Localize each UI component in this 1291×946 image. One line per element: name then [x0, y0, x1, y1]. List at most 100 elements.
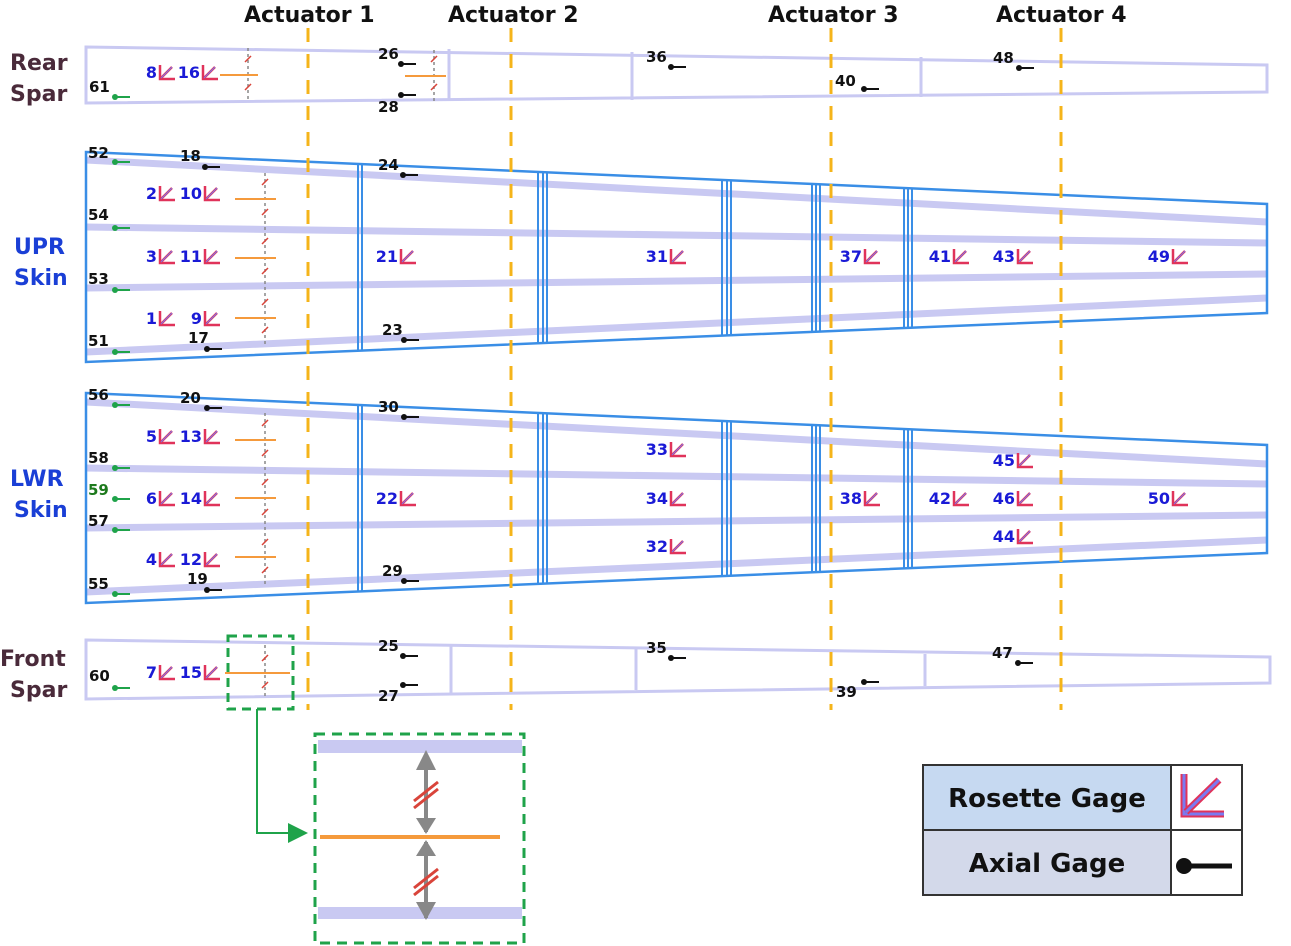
axial-gage: 47 [992, 644, 1033, 666]
rosette-gage-number: 21 [376, 247, 398, 266]
upper-skin-ribs [357, 164, 913, 351]
axial-gage-icon [202, 164, 220, 170]
actuator-load-paths [247, 48, 435, 697]
upper-skin-stringer [85, 294, 1268, 356]
rosette-gage-number: 1 [146, 309, 157, 328]
legend-axial-cell [922, 829, 1172, 896]
axial-gage-number: 61 [89, 78, 110, 96]
axial-gage-number: 47 [992, 644, 1013, 662]
detail-arrowhead [416, 840, 436, 856]
rosette-gage: 13 [180, 427, 220, 446]
rosette-gage-icon [203, 491, 220, 507]
axial-gage-number: 23 [382, 321, 403, 339]
rosette-gage-number: 7 [146, 663, 157, 682]
rear-spar-outline [84, 45, 1269, 105]
rosette-gage-number: 38 [840, 489, 862, 508]
axial-gage-icon [398, 61, 416, 67]
axial-gage: 48 [993, 49, 1034, 71]
front-spar-label-line1: Front [0, 647, 66, 672]
axial-gage-number: 18 [180, 147, 201, 165]
rosette-gage-number: 5 [146, 427, 157, 446]
rosette-gage-number: 12 [180, 550, 202, 569]
axial-gage-number: 29 [382, 562, 403, 580]
rosette-gage-icon [158, 249, 175, 265]
actuator-3-label: Actuator 3 [768, 3, 899, 28]
axial-gage: 23 [382, 321, 419, 343]
rosette-gage: 50 [1148, 489, 1188, 508]
rosette-gage-number: 43 [993, 247, 1015, 266]
axial-gage-icon [668, 64, 686, 70]
rosette-gage: 2 [146, 184, 175, 203]
rosette-gage-icon [158, 429, 175, 445]
axial-gage-icon [204, 346, 222, 352]
rosette-gage-icon [669, 491, 686, 507]
detail-leader-arrow [256, 709, 308, 843]
rosette-gage-number: 8 [146, 63, 157, 82]
axial-gage: 60 [89, 667, 130, 691]
rosette-gage: 44 [993, 527, 1033, 546]
rosette-gage-icon [158, 311, 175, 327]
rosette-gage-icon [1171, 491, 1188, 507]
actuator-lines [306, 28, 1063, 710]
axial-gage: 19 [187, 570, 222, 593]
rosette-gage-icon [1180, 774, 1224, 818]
rosette-gage-number: 34 [646, 489, 668, 508]
axial-gage: 56 [88, 386, 130, 408]
lower-skin-stringer [85, 398, 1268, 468]
rosette-gage-icon [203, 249, 220, 265]
axial-gage-number: 59 [88, 481, 109, 499]
rosette-gage-icon [952, 249, 969, 265]
rosette-gage-number: 10 [180, 184, 202, 203]
axial-gage-number: 57 [88, 512, 109, 530]
axial-gage-number: 27 [378, 687, 399, 705]
axial-gage: 55 [88, 575, 130, 597]
detail-equal-marks [413, 780, 439, 897]
axial-gage-icon [668, 655, 686, 661]
upper-skin-outline [84, 150, 1269, 364]
rosette-gage-icon [203, 311, 220, 327]
rear-spar-label-line2: Spar [10, 82, 67, 107]
upper-skin [84, 150, 1269, 364]
axial-gage-icon [1016, 65, 1034, 71]
rosette-gage-number: 31 [646, 247, 668, 266]
axial-gage-icon [112, 159, 130, 165]
axial-gage-icon [112, 402, 130, 408]
rosette-gage: 37 [840, 247, 880, 266]
rosette-gage-number: 41 [929, 247, 951, 266]
rosette-gage-number: 37 [840, 247, 862, 266]
rosette-gage-icon [158, 65, 175, 81]
axial-gage-number: 25 [378, 637, 399, 655]
axial-gage-icon [400, 172, 418, 178]
axial-gage-number: 19 [187, 570, 208, 588]
axial-gage: 18 [180, 147, 220, 170]
axial-gage-number: 60 [89, 667, 110, 685]
front-spar [84, 638, 1272, 701]
rosette-gage-icon [203, 665, 220, 681]
rosette-gage-number: 2 [146, 184, 157, 203]
axial-gage-icon [112, 287, 130, 293]
lower-skin-stringer [85, 536, 1268, 596]
lower-skin [84, 391, 1269, 605]
axial-gage: 51 [88, 332, 130, 355]
actuator-labels: Actuator 1 Actuator 2 Actuator 3 Actuato… [244, 3, 1127, 28]
upper-skin-stringer [85, 270, 1268, 292]
rosette-gage-icon [863, 491, 880, 507]
rosette-gage-icon [158, 665, 175, 681]
rosette-gage-number: 3 [146, 247, 157, 266]
rosette-gage-number: 6 [146, 489, 157, 508]
axial-gage-number: 53 [88, 270, 109, 288]
axial-gage: 57 [88, 512, 130, 533]
axial-gage-icon [398, 92, 416, 98]
axial-gage-number: 39 [836, 683, 857, 701]
axial-gage-number: 24 [378, 156, 399, 174]
rosette-gage: 42 [929, 489, 969, 508]
section-labels: Rear Spar UPR Skin LWR Skin Front Spar [0, 51, 68, 703]
axial-gage-number: 56 [88, 386, 109, 404]
rosette-gage-number: 50 [1148, 489, 1170, 508]
axial-gage-icon [112, 94, 130, 100]
axial-gage-icon [112, 527, 130, 533]
rosette-gage: 15 [180, 663, 220, 682]
lower-skin-label-line2: Skin [14, 498, 68, 523]
rosette-gage: 32 [646, 537, 686, 556]
